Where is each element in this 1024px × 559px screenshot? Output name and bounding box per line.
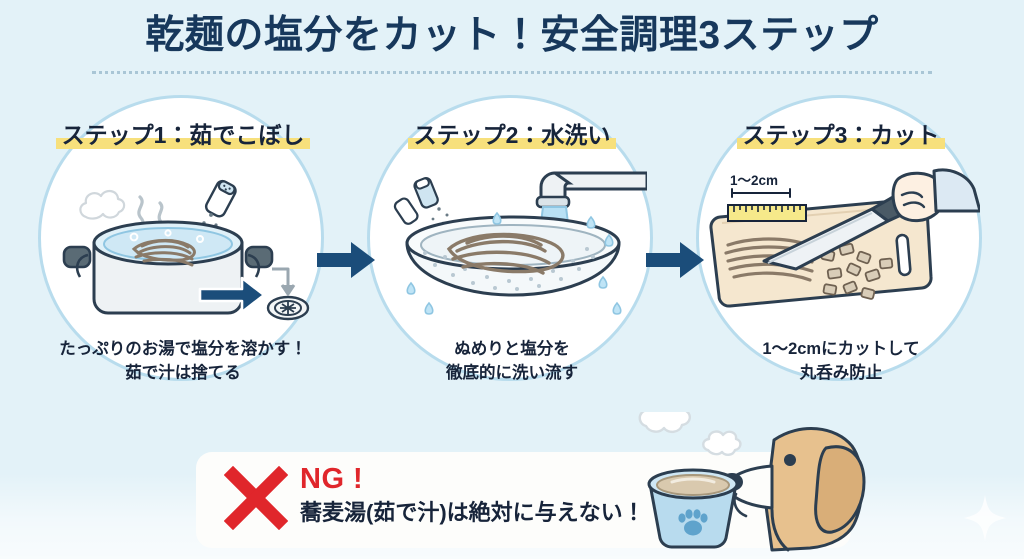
dog-head (721, 427, 866, 552)
step-caption-3: 1〜2cmにカットして 丸呑み防止 (696, 338, 986, 386)
cutting-board-knife-illustration (702, 165, 980, 325)
title-dotted-divider (92, 70, 932, 74)
step-caption-2-line1: ぬめりと塩分を (454, 340, 570, 358)
knife-icon (762, 191, 916, 271)
ruler-measure-label: 1〜2cm (730, 173, 779, 188)
arrow-step1-to-step2 (317, 240, 377, 280)
step-caption-2: ぬめりと塩分を 徹底的に洗い流す (367, 338, 657, 386)
colander-rinsing-noodles-illustration (377, 157, 647, 327)
step-caption-3-line1: 1〜2cmにカットして (762, 340, 920, 358)
step-label-text-3: ステップ3：カット (742, 122, 940, 148)
step-card-3: ステップ3：カット 1〜2cm (696, 95, 986, 385)
page-title: 乾麺の塩分をカット！安全調理3ステップ (145, 14, 879, 57)
x-mark-icon (224, 466, 288, 530)
step-label-3: ステップ3：カット (696, 122, 986, 150)
arrow-step2-to-step3 (646, 240, 706, 280)
steps-row: ステップ1：茹でこぼし (0, 95, 1024, 395)
step-label-text-2: ステップ2：水洗い (413, 122, 611, 148)
step-card-2: ステップ2：水洗い (367, 95, 657, 385)
ng-message: 蕎麦湯(茹で汁)は絶対に与えない！ (300, 499, 645, 525)
step-caption-1-line2: 茹で汁は捨てる (125, 363, 241, 382)
pot-to-drain-arrow (198, 276, 266, 314)
hand-icon (891, 168, 980, 223)
ruler-icon (726, 187, 808, 229)
ng-text-block: NG ! 蕎麦湯(茹で汁)は絶対に与えない！ (300, 463, 645, 526)
sparkle-decoration-icon (964, 495, 1006, 541)
step-caption-1-line1: たっぷりのお湯で塩分を溶かす！ (59, 340, 307, 358)
step-caption-1: たっぷりのお湯で塩分を溶かす！ 茹で汁は捨てる (38, 338, 328, 386)
step-label-text-1: ステップ1：茹でこぼし (61, 122, 305, 148)
ng-heading: NG ! (300, 463, 364, 495)
dog-food-bowl (647, 468, 739, 549)
step-label-1: ステップ1：茹でこぼし (38, 122, 328, 150)
faucet-icon (535, 171, 647, 209)
step-card-1: ステップ1：茹でこぼし (38, 95, 328, 385)
dog-and-food-bowl-illustration (612, 412, 872, 559)
title-block: 乾麺の塩分をカット！安全調理3ステップ (0, 14, 1024, 74)
pot-boiling-noodles-illustration (48, 157, 318, 327)
step-caption-2-line2: 徹底的に洗い流す (446, 363, 578, 382)
step-caption-3-line2: 丸呑み防止 (799, 363, 883, 382)
step-label-2: ステップ2：水洗い (367, 122, 657, 150)
